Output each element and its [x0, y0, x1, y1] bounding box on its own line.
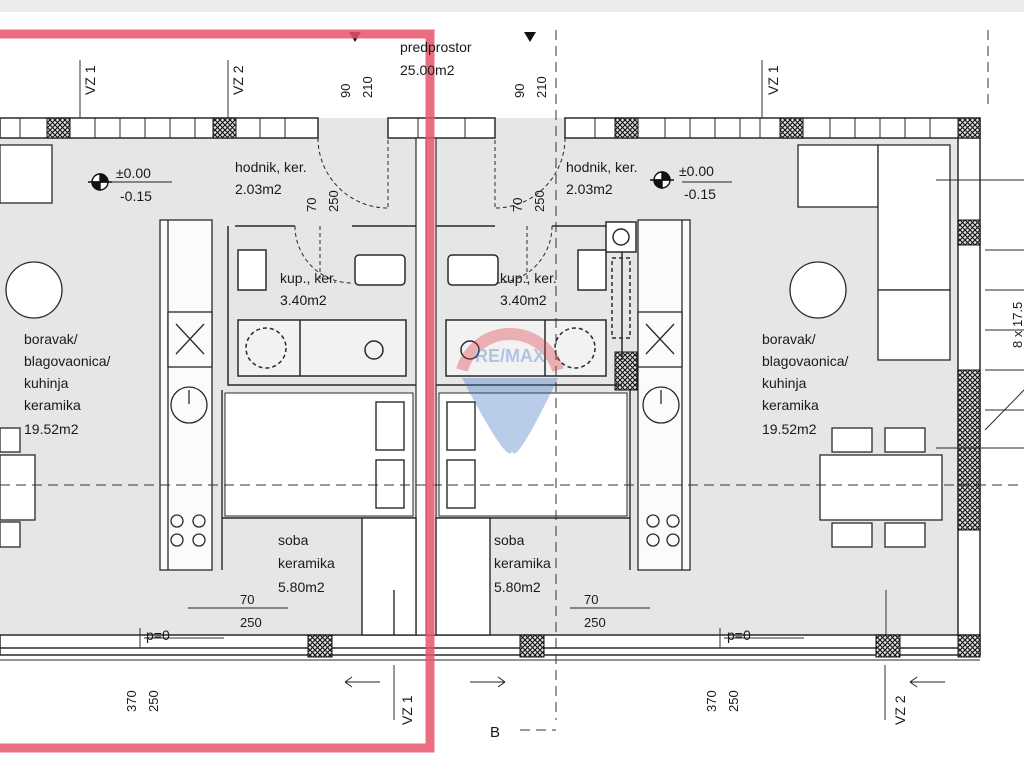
top-strip [0, 0, 1024, 12]
rotated-labels: VZ 1 VZ 2 VZ 1 VZ 1 VZ 2 90 210 90 210 7… [82, 65, 1024, 725]
hatched-columns [46, 117, 981, 658]
highlight-outline [0, 29, 435, 753]
label-hodnik-right-area: 2.03m2 [566, 181, 613, 197]
level-minus-right: -0.15 [684, 186, 716, 202]
dim-250-win-right: 250 [726, 690, 741, 712]
dim-210-left: 210 [360, 76, 375, 98]
label-predprostor: predprostor [400, 39, 472, 55]
p0-left: p=0 [146, 627, 170, 643]
label-boravak-left-area: 19.52m2 [24, 421, 79, 437]
kitchen-units [159, 219, 691, 571]
label-kup-left-area: 3.40m2 [280, 292, 327, 308]
dim-90-left: 90 [338, 84, 353, 98]
grid-axes [0, 30, 1024, 731]
label-hodnik-left: hodnik, ker. [235, 159, 307, 175]
stairs [936, 179, 1024, 449]
dim-70-door-right: 70 [510, 198, 525, 212]
level-plus-right: ±0.00 [679, 163, 714, 179]
label-soba-left-area: 5.80m2 [278, 579, 325, 595]
label-soba-left-2: keramika [278, 555, 335, 571]
bedroom-walls [221, 390, 631, 636]
label-boravak-left-1: boravak/ [24, 331, 78, 347]
dim-370-right: 370 [704, 690, 719, 712]
label-soba-right-area: 5.80m2 [494, 579, 541, 595]
label-hodnik-left-area: 2.03m2 [235, 181, 282, 197]
dim-70-bottom-right: 70 [584, 592, 598, 607]
level-marks [88, 171, 674, 191]
level-minus-left: -0.15 [120, 188, 152, 204]
axis-vz2-bottom: VZ 2 [892, 695, 908, 725]
label-kup-left: kup., ker. [280, 270, 337, 286]
label-soba-left: soba [278, 532, 309, 548]
dimension-lines [112, 181, 945, 688]
label-boravak-right-3: kuhinja [762, 375, 807, 391]
section-b-label: B [490, 724, 500, 741]
axis-vz1-bottom: VZ 1 [399, 695, 415, 725]
axis-vz1-top-left: VZ 1 [82, 65, 98, 95]
walls [0, 117, 981, 661]
watermark-logo: RE/MAX [456, 328, 564, 454]
label-soba-right-2: keramika [494, 555, 551, 571]
stairs-label: 8 x 17.5 [1010, 302, 1024, 348]
label-kup-right: kup., ker. [500, 270, 557, 286]
label-hodnik-right: hodnik, ker. [566, 159, 638, 175]
label-boravak-right-area: 19.52m2 [762, 421, 817, 437]
dim-250-bottom-right: 250 [584, 615, 606, 630]
furniture [0, 144, 951, 548]
label-boravak-right-2: blagovaonica/ [762, 353, 849, 369]
dim-70-bottom-left: 70 [240, 592, 254, 607]
label-boravak-left-2: blagovaonica/ [24, 353, 111, 369]
dim-70-door-left: 70 [304, 198, 319, 212]
label-predprostor-area: 25.00m2 [400, 62, 455, 78]
watermark-text: RE/MAX [475, 346, 545, 366]
dim-370-left: 370 [124, 690, 139, 712]
door-swings [294, 137, 566, 284]
dim-250-door-right: 250 [532, 190, 547, 212]
label-boravak-left-3: kuhinja [24, 375, 69, 391]
axis-vz2-top: VZ 2 [230, 65, 246, 95]
dim-250-win-left: 250 [146, 690, 161, 712]
bathroom-walls [227, 221, 637, 386]
label-soba-right: soba [494, 532, 525, 548]
p0-right: p=0 [727, 627, 751, 643]
dim-210-right: 210 [534, 76, 549, 98]
label-boravak-left-4: keramika [24, 397, 81, 413]
label-boravak-right-1: boravak/ [762, 331, 816, 347]
axis-vz1-top-right: VZ 1 [765, 65, 781, 95]
dim-250-door-left: 250 [326, 190, 341, 212]
dim-90-right: 90 [512, 84, 527, 98]
label-boravak-right-4: keramika [762, 397, 819, 413]
dim-250-bottom-left: 250 [240, 615, 262, 630]
level-plus-left: ±0.00 [116, 165, 151, 181]
label-kup-right-area: 3.40m2 [500, 292, 547, 308]
